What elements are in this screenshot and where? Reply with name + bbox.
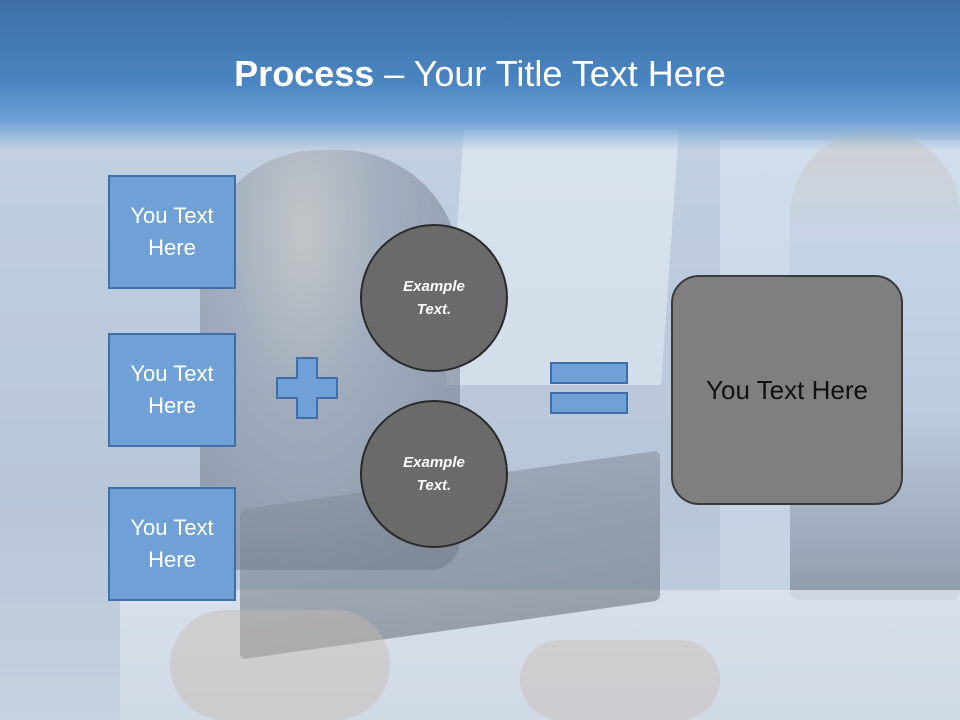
input-box-label: You Text Here bbox=[130, 203, 214, 260]
title-rest: Your Title Text Here bbox=[413, 53, 726, 94]
equals-icon[interactable] bbox=[550, 362, 628, 414]
input-box-label: You Text Here bbox=[130, 361, 214, 418]
background-hand-left bbox=[170, 610, 390, 720]
result-box[interactable]: You Text Here bbox=[671, 275, 903, 505]
input-box-label: You Text Here bbox=[130, 515, 214, 572]
result-label: You Text Here bbox=[706, 374, 868, 405]
title-bar bbox=[0, 0, 960, 150]
input-box-3[interactable]: You Text Here bbox=[108, 487, 236, 601]
circle-label: Example Text. bbox=[403, 454, 465, 494]
title-bold: Process bbox=[234, 53, 375, 94]
title-separator: – bbox=[374, 53, 414, 94]
input-box-1[interactable]: You Text Here bbox=[108, 175, 236, 289]
plus-icon[interactable] bbox=[276, 357, 338, 419]
background-hand-right bbox=[520, 640, 720, 720]
circle-label: Example Text. bbox=[403, 278, 465, 318]
example-circle-2[interactable]: Example Text. bbox=[360, 400, 508, 548]
input-box-2[interactable]: You Text Here bbox=[108, 333, 236, 447]
example-circle-1[interactable]: Example Text. bbox=[360, 224, 508, 372]
slide-title[interactable]: Process – Your Title Text Here bbox=[0, 50, 960, 98]
